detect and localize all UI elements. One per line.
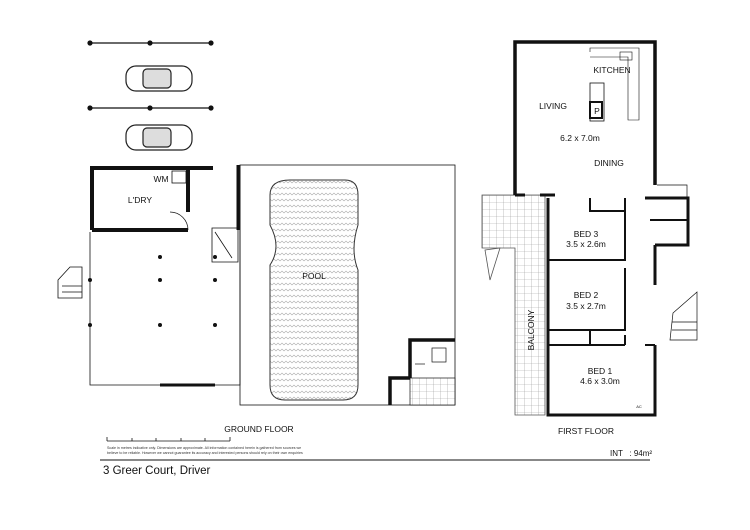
laundry-walls [90,166,213,232]
pool-area [239,164,456,406]
internal-area: INT : 94m² [610,449,653,458]
first-floor-walls [513,40,698,417]
balcony-label: BALCONY [526,309,536,350]
dining-label: DINING [594,158,624,168]
laundry-label: L'DRY [128,195,152,205]
scale-bar [106,437,231,442]
bed1-dimensions: 4.6 x 3.0m [580,376,620,386]
bed3-label: BED 3 [574,229,599,239]
balcony [481,194,546,416]
bed3-dimensions: 3.5 x 2.6m [566,239,606,249]
car-icon [125,124,193,151]
disclaimer: Scale in metres indicative only. Dimensi… [107,446,303,456]
living-dimensions: 6.2 x 7.0m [560,133,600,143]
pool-bathroom [388,338,456,406]
property-address: 3 Greer Court, Driver [103,465,211,477]
bed1-label: BED 1 [588,366,613,376]
kitchen-label: KITCHEN [593,65,630,75]
ac-label: AC [636,404,642,409]
first-floor-title: FIRST FLOOR [558,426,614,436]
pantry-label: P [594,106,600,116]
car-icon [125,65,193,92]
bed2-dimensions: 3.5 x 2.7m [566,301,606,311]
pool-label: POOL [302,271,326,281]
disclaimer-line-1: Scale in metres indicative only. Dimensi… [107,446,302,450]
disclaimer-line-2: believe to be reliable. However we canno… [107,451,303,455]
bed2-label: BED 2 [574,290,599,300]
parking-lines [87,40,214,111]
living-label: LIVING [539,101,567,111]
wm-label: WM [153,174,168,184]
ground-floor-title: GROUND FLOOR [224,424,293,434]
